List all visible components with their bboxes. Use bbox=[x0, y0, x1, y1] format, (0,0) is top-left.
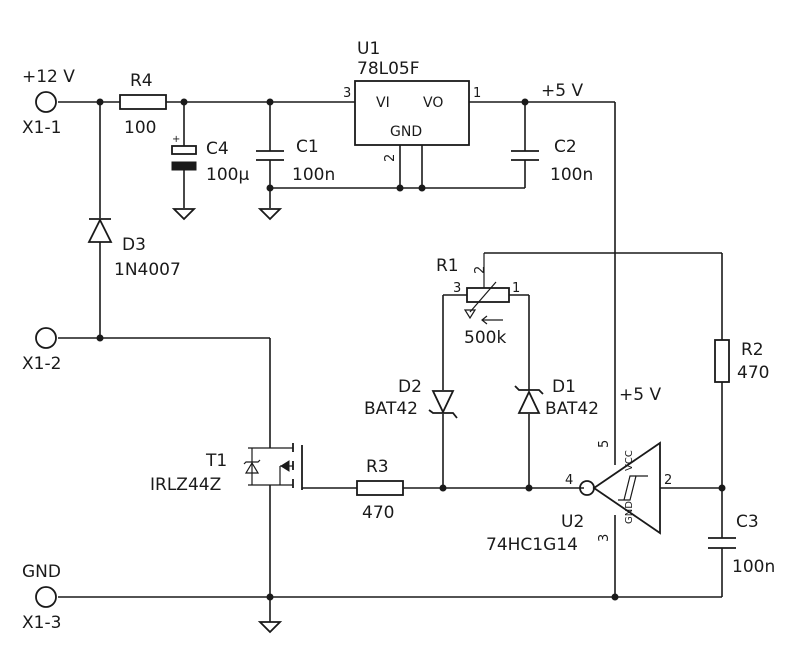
u1-ref: U1 bbox=[357, 39, 380, 59]
r1-pin-number-a: 3 bbox=[453, 281, 461, 296]
u2-ref: U2 bbox=[561, 512, 584, 532]
c4-polarity: + bbox=[172, 134, 180, 145]
r2-ref: R2 bbox=[741, 340, 764, 360]
d2-ref: D2 bbox=[398, 377, 422, 397]
u2-pin-number-vcc: 5 bbox=[597, 440, 612, 448]
t1-part: IRLZ44Z bbox=[150, 475, 221, 495]
c4-value: 100µ bbox=[206, 165, 249, 185]
net-label-gnd: GND bbox=[22, 562, 61, 582]
potentiometer-r1: R1 500k 3 1 2 bbox=[436, 253, 520, 348]
wires bbox=[58, 101, 723, 622]
connector-label-x1-3: X1-3 bbox=[22, 613, 61, 633]
connector-x1-1: +12 V X1-1 bbox=[22, 67, 75, 138]
net-label-plus12v: +12 V bbox=[22, 67, 75, 87]
capacitor-c1: C1 100n bbox=[256, 137, 335, 185]
r2-value: 470 bbox=[737, 363, 769, 383]
net-label-plus5v-top: +5 V bbox=[541, 81, 583, 101]
diode-d1: D1 BAT42 bbox=[514, 377, 599, 419]
d3-part: 1N4007 bbox=[114, 260, 181, 280]
t1-ref: T1 bbox=[205, 451, 227, 471]
c4-ref: C4 bbox=[206, 139, 229, 159]
u1-pin-vo: VO bbox=[423, 95, 443, 111]
u2-part: 74HC1G14 bbox=[486, 535, 578, 555]
c3-ref: C3 bbox=[736, 512, 759, 532]
r4-ref: R4 bbox=[130, 71, 153, 91]
capacitor-c2: C2 100n bbox=[511, 137, 593, 185]
r1-ref: R1 bbox=[436, 256, 459, 276]
connector-x1-2: X1-2 bbox=[22, 327, 61, 374]
c3-value: 100n bbox=[732, 557, 775, 577]
d1-ref: D1 bbox=[552, 377, 576, 397]
diode-d2: D2 BAT42 bbox=[364, 377, 458, 419]
u1-pin-vi: VI bbox=[376, 95, 390, 111]
regulator-u1: U1 78L05F VI VO GND 3 1 2 bbox=[343, 39, 481, 162]
u2-pin-number-gnd: 3 bbox=[597, 534, 612, 542]
d3-ref: D3 bbox=[122, 235, 146, 255]
u1-pin-gnd: GND bbox=[390, 124, 422, 140]
connector-label-x1-1: X1-1 bbox=[22, 118, 61, 138]
u2-pin-number-in: 4 bbox=[565, 473, 573, 488]
d2-part: BAT42 bbox=[364, 399, 418, 419]
c1-ref: C1 bbox=[296, 137, 319, 157]
net-label-plus5v-u2: +5 V bbox=[619, 385, 661, 405]
r1-value: 500k bbox=[464, 328, 506, 348]
resistor-r3: R3 470 bbox=[356, 457, 404, 523]
u1-pin-number-out: 1 bbox=[473, 86, 481, 101]
diode-d3: D3 1N4007 bbox=[87, 217, 181, 280]
u2-pin-vcc: VCC bbox=[624, 450, 635, 471]
u1-pin-number-in: 3 bbox=[343, 86, 351, 101]
ground-symbol-t1 bbox=[257, 621, 283, 634]
u2-pin-gnd: GND bbox=[624, 501, 635, 524]
r1-pin-number-wiper: 2 bbox=[473, 266, 488, 274]
schmitt-inverter-u2: VCC GND 5 4 2 3 U2 74HC1G14 bbox=[486, 440, 672, 555]
connector-label-x1-2: X1-2 bbox=[22, 354, 61, 374]
r3-ref: R3 bbox=[366, 457, 389, 477]
r3-value: 470 bbox=[362, 503, 394, 523]
c2-value: 100n bbox=[550, 165, 593, 185]
connector-x1-3: GND X1-3 bbox=[22, 562, 61, 633]
u1-pin-number-gnd: 2 bbox=[383, 154, 398, 162]
resistor-r4: R4 100 bbox=[119, 71, 167, 138]
ground-symbol-c4 bbox=[171, 208, 197, 221]
capacitor-c3: C3 100n bbox=[708, 512, 775, 577]
ground-symbol-c1 bbox=[257, 208, 283, 221]
d1-part: BAT42 bbox=[545, 399, 599, 419]
r4-value: 100 bbox=[124, 118, 156, 138]
c1-value: 100n bbox=[292, 165, 335, 185]
u2-pin-number-out: 2 bbox=[664, 473, 672, 488]
junctions bbox=[96, 98, 726, 601]
c2-ref: C2 bbox=[554, 137, 577, 157]
u1-part: 78L05F bbox=[357, 59, 420, 79]
capacitor-c4: + C4 100µ bbox=[171, 134, 249, 185]
mosfet-t1: T1 IRLZ44Z bbox=[150, 443, 303, 495]
r1-pin-number-b: 1 bbox=[512, 281, 520, 296]
resistor-r2: R2 470 bbox=[714, 339, 769, 383]
